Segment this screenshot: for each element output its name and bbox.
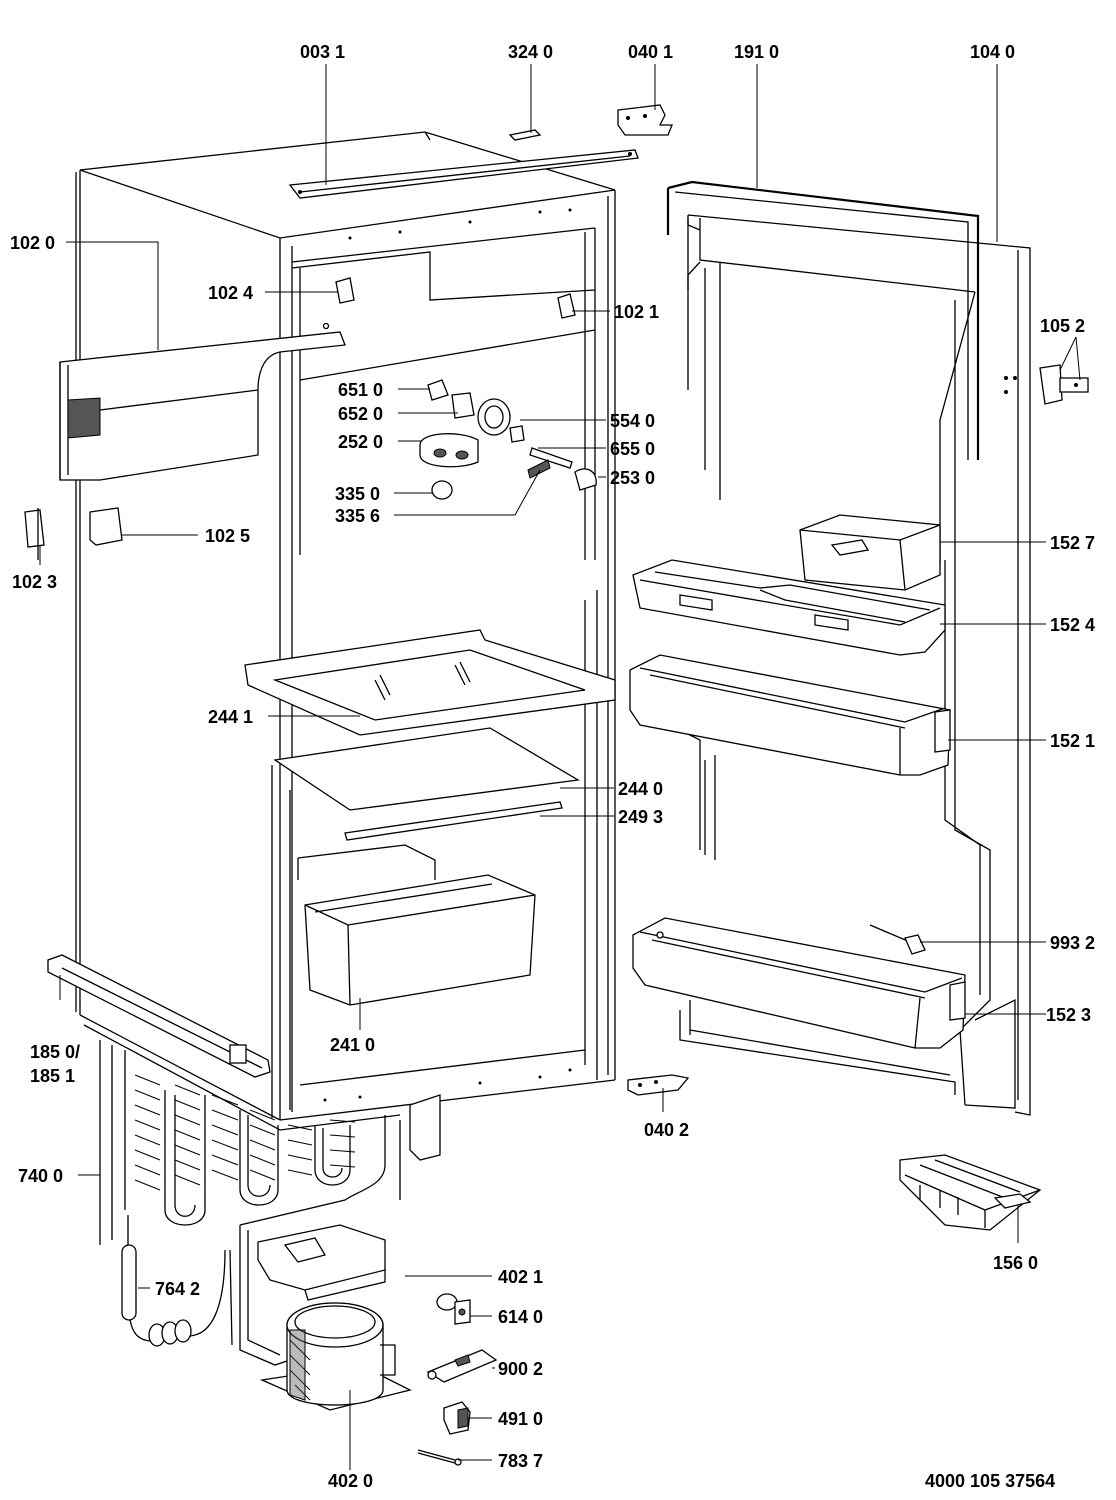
leader-lines <box>39 64 1081 1470</box>
label-7642: 764 2 <box>155 1279 200 1299</box>
label-1523: 152 3 <box>1046 1005 1091 1025</box>
crisper-drawer-part <box>304 874 536 1006</box>
label-1524: 152 4 <box>1050 615 1095 635</box>
label-3356: 335 6 <box>335 506 380 526</box>
compressor-bracket-part <box>257 1224 386 1301</box>
label-4020: 402 0 <box>328 1471 373 1491</box>
label-1850-a: 185 0/ <box>30 1042 80 1062</box>
part-3240-shape <box>508 129 542 141</box>
door-bin-upper-part <box>629 654 951 776</box>
door-bin-lower-part <box>632 917 966 1049</box>
label-1024: 102 4 <box>208 283 253 303</box>
hinge-top-part <box>617 104 673 136</box>
thermostat-cluster <box>419 379 597 500</box>
part-1021-shape <box>557 293 576 319</box>
label-2530: 253 0 <box>610 468 655 488</box>
door-shelf-lid-part <box>632 559 946 656</box>
capillary-tube-part <box>121 1215 291 1366</box>
part-1025-shape <box>89 507 123 546</box>
ice-tray-part <box>899 1154 1042 1231</box>
label-1040: 104 0 <box>970 42 1015 62</box>
door-hinge-part <box>1039 364 1089 405</box>
cabinet-screw-dots <box>323 208 572 1102</box>
part-4910-shape <box>443 1401 471 1435</box>
label-6520: 652 0 <box>338 404 383 424</box>
label-9002: 900 2 <box>498 1359 543 1379</box>
label-6140: 614 0 <box>498 1307 543 1327</box>
base-strip-part <box>47 954 271 1078</box>
label-2520: 252 0 <box>338 432 383 452</box>
label-1020: 102 0 <box>10 233 55 253</box>
label-2410: 241 0 <box>330 1035 375 1055</box>
label-5540: 554 0 <box>610 411 655 431</box>
compressor-part <box>259 1302 412 1411</box>
part-1023-shape <box>24 508 45 560</box>
label-1021: 102 1 <box>614 302 659 322</box>
label-1521: 152 1 <box>1050 731 1095 751</box>
label-1025: 102 5 <box>205 526 250 546</box>
label-2440: 244 0 <box>618 779 663 799</box>
label-6510: 651 0 <box>338 380 383 400</box>
hinge-bottom-part <box>627 1074 690 1096</box>
label-1850-b: 185 1 <box>30 1066 75 1086</box>
label-7400: 740 0 <box>18 1166 63 1186</box>
label-1023: 102 3 <box>12 572 57 592</box>
shelf-2440-part <box>273 727 580 811</box>
freezer-flap-part <box>59 322 346 481</box>
butter-box-part <box>799 514 941 591</box>
label-4910: 491 0 <box>498 1409 543 1429</box>
label-1560: 156 0 <box>993 1253 1038 1273</box>
cabinet-body <box>75 131 616 1131</box>
top-rail-part <box>288 149 639 199</box>
label-7837: 783 7 <box>498 1451 543 1471</box>
label-9932: 993 2 <box>1050 933 1095 953</box>
label-1052: 105 2 <box>1040 316 1085 336</box>
label-2441: 244 1 <box>208 707 253 727</box>
door-assembly <box>666 180 1031 1116</box>
label-1910: 191 0 <box>734 42 779 62</box>
part-9932-shape <box>869 924 926 955</box>
label-6550: 655 0 <box>610 439 655 459</box>
part-labels: 003 1 324 0 040 1 191 0 104 0 102 0 102 … <box>10 42 1095 1491</box>
label-3350: 335 0 <box>335 484 380 504</box>
label-0402: 040 2 <box>644 1120 689 1140</box>
label-1527: 152 7 <box>1050 533 1095 553</box>
label-0031: 003 1 <box>300 42 345 62</box>
part-7837-shape <box>417 1449 462 1466</box>
label-0401: 040 1 <box>628 42 673 62</box>
label-2493: 249 3 <box>618 807 663 827</box>
condenser-grid <box>99 1040 441 1245</box>
document-number: 4000 105 37564 <box>925 1471 1055 1491</box>
part-1024-shape <box>335 277 355 304</box>
strip-2493-part <box>344 801 563 841</box>
label-3240: 324 0 <box>508 42 553 62</box>
label-4021: 402 1 <box>498 1267 543 1287</box>
glass-shelf-part <box>244 629 616 736</box>
part-6140-shape <box>436 1293 471 1325</box>
part-9002-shape <box>426 1349 498 1383</box>
